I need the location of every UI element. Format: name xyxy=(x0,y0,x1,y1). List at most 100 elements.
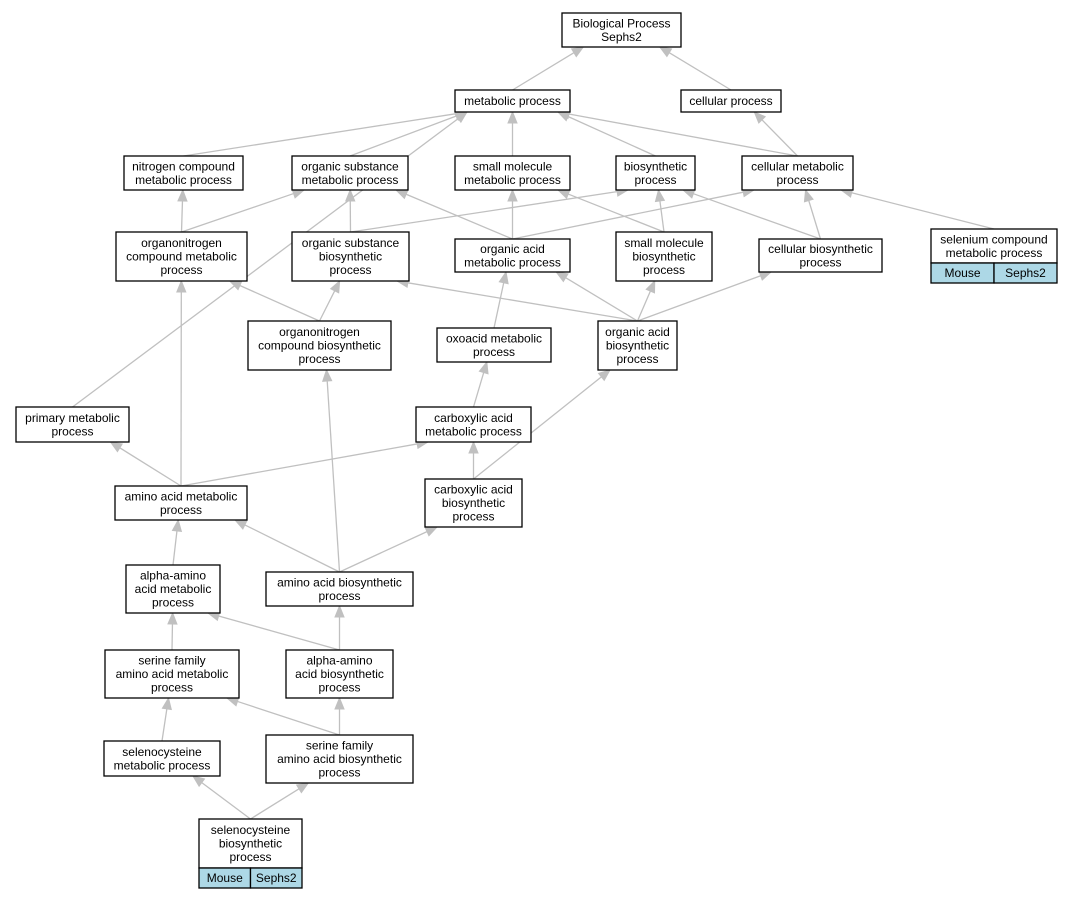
arrowhead xyxy=(498,270,509,285)
edge-line xyxy=(180,200,184,233)
term-box xyxy=(125,564,221,614)
term-label-line: process xyxy=(634,173,676,187)
term-label-line: cellular metabolic xyxy=(751,159,844,173)
term-label-line: metabolic process xyxy=(302,173,399,187)
edge-layer xyxy=(72,46,995,820)
edge-line xyxy=(851,192,995,230)
arrowhead xyxy=(109,441,124,453)
edge-orgacidbio-to-smallmolbio xyxy=(636,279,656,322)
edge-line xyxy=(161,708,168,742)
edge-line xyxy=(183,113,457,157)
arrowhead xyxy=(753,111,767,124)
edge-line xyxy=(237,700,340,736)
term-label-line: metabolic process xyxy=(464,255,561,269)
edge-line xyxy=(808,200,822,240)
term-label-line: compound biosynthetic xyxy=(258,339,381,353)
edge-line xyxy=(181,192,294,233)
edge-nitrogen-to-metabolic xyxy=(183,108,469,157)
edge-cellular-to-bp xyxy=(658,46,732,91)
term-label-line: biosynthetic xyxy=(632,250,695,264)
edge-aabio-to-orgnitbio xyxy=(322,368,341,573)
term-box xyxy=(454,155,571,191)
edge-orgnitbio-to-orgsubbio xyxy=(318,279,341,322)
term-node-cellular[interactable]: cellular process xyxy=(680,89,782,113)
edge-line xyxy=(119,447,182,487)
edge-aamet-to-orgnitmet xyxy=(176,279,187,487)
arrowhead xyxy=(570,46,585,58)
edge-line xyxy=(568,113,798,157)
term-box xyxy=(615,155,696,191)
term-label-line: process xyxy=(298,352,340,366)
edge-alphabio-to-aabio xyxy=(334,604,345,650)
arrowhead xyxy=(478,360,489,375)
edge-alphabio-to-alphamet xyxy=(206,611,340,651)
term-label-line: alpha-amino xyxy=(306,654,372,668)
term-label-line: process xyxy=(473,345,515,359)
term-box xyxy=(597,320,678,371)
term-label-line: compound metabolic xyxy=(126,250,237,264)
arrowhead xyxy=(597,369,612,382)
edge-line xyxy=(567,115,656,157)
arrowhead xyxy=(161,696,172,711)
term-label-line: nitrogen compound xyxy=(132,159,235,173)
term-label-line: Sephs2 xyxy=(601,30,642,44)
edge-smallmolbio-to-biosyn xyxy=(654,188,666,233)
term-label-line: primary metabolic xyxy=(25,411,120,425)
term-node-metabolic[interactable]: metabolic process xyxy=(454,89,571,113)
term-label-line: selenocysteine xyxy=(211,823,291,837)
edge-biosyn-to-metabolic xyxy=(556,111,656,157)
edge-line xyxy=(512,52,575,91)
term-box xyxy=(454,89,571,113)
arrowhead xyxy=(454,111,469,124)
term-label-line: process xyxy=(616,352,658,366)
term-box xyxy=(285,649,394,699)
annotation-cell-label: Sephs2 xyxy=(256,871,297,885)
arrowhead xyxy=(345,188,356,202)
edge-orgnitmet-to-nitrogen xyxy=(177,188,188,233)
term-label-line: metabolic process xyxy=(425,424,522,438)
edge-line xyxy=(239,284,320,322)
arrowhead xyxy=(803,188,814,203)
edge-orgacidbio-to-orgacidmet xyxy=(555,271,638,322)
edge-line xyxy=(250,788,300,820)
arrowhead xyxy=(654,188,666,203)
edge-aabio-to-carbbio xyxy=(339,526,439,573)
arrowhead xyxy=(177,188,188,202)
term-label-line: biosynthetic xyxy=(624,159,687,173)
edge-line xyxy=(318,290,336,322)
edge-orgsubmet-to-metabolic xyxy=(349,111,469,157)
edge-cellbio-to-biosyn xyxy=(681,188,821,240)
term-box xyxy=(291,155,409,191)
edge-line xyxy=(407,282,638,322)
arrowhead xyxy=(507,188,518,202)
term-label-line: process xyxy=(799,255,841,269)
arrowhead xyxy=(424,526,439,537)
